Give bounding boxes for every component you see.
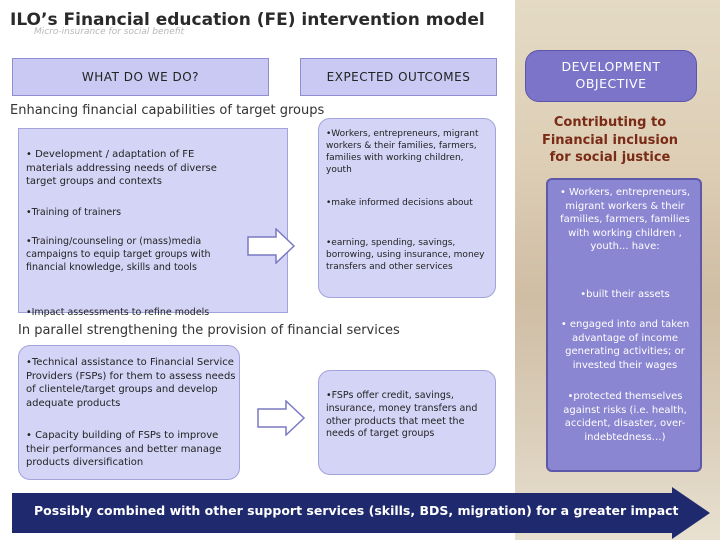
- header-what-we-do: WHAT DO WE DO?: [12, 58, 269, 96]
- bottom-banner-text: Possibly combined with other support ser…: [34, 503, 679, 518]
- activity-item: • Development / adaptation of FE materia…: [26, 149, 217, 187]
- activity-item: •Training of trainers: [26, 207, 122, 218]
- services-activity-item: • Capacity building of FSPs to improve t…: [26, 430, 222, 468]
- outcome-item: •make informed decisions about: [326, 198, 473, 208]
- page-title: ILO’s Financial education (FE) intervent…: [10, 10, 485, 30]
- development-result-item: • Workers, entrepreneurs, migrant worker…: [559, 187, 691, 252]
- services-outcome-box: [318, 370, 496, 475]
- development-result-item: •built their assets: [580, 289, 670, 300]
- header-expected-outcomes: EXPECTED OUTCOMES: [300, 58, 497, 96]
- development-result-item: •protected themselves against risks (i.e…: [563, 391, 687, 443]
- arrow-right-icon: [257, 400, 306, 436]
- section-heading-services: In parallel strengthening the provision …: [18, 323, 400, 338]
- services-outcome-item: •FSPs offer credit, savings, insurance, …: [326, 390, 478, 440]
- development-result-item: • engaged into and taken advantage of in…: [560, 319, 690, 371]
- activity-item: •Impact assessments to refine models: [26, 307, 210, 318]
- services-activity-item: •Technical assistance to Financial Servi…: [26, 357, 236, 409]
- activities-box: [18, 128, 288, 313]
- bottom-banner-arrow-icon: [12, 487, 710, 539]
- services-activities-box: [18, 345, 240, 480]
- title-underlay: Micro-insurance for social benefit: [34, 27, 185, 37]
- development-objective-text: Contributing to Financial inclusion for …: [541, 115, 679, 166]
- development-results-box: [546, 178, 702, 472]
- arrow-right-icon: [247, 228, 296, 264]
- header-development-label: DEVELOPMENT OBJECTIVE: [561, 59, 661, 91]
- header-development-objective: DEVELOPMENT OBJECTIVE: [525, 50, 697, 102]
- activity-item: •Training/counseling or (mass)media camp…: [26, 236, 211, 273]
- outcome-item: •earning, spending, savings, borrowing, …: [326, 238, 485, 273]
- outcome-item: •Workers, entrepreneurs, migrant workers…: [326, 129, 479, 176]
- section-heading-capabilities: Enhancing financial capabilities of targ…: [10, 103, 325, 118]
- outcomes-box: [318, 118, 496, 298]
- header-outcomes-label: EXPECTED OUTCOMES: [326, 70, 471, 84]
- header-what-label: WHAT DO WE DO?: [81, 70, 200, 84]
